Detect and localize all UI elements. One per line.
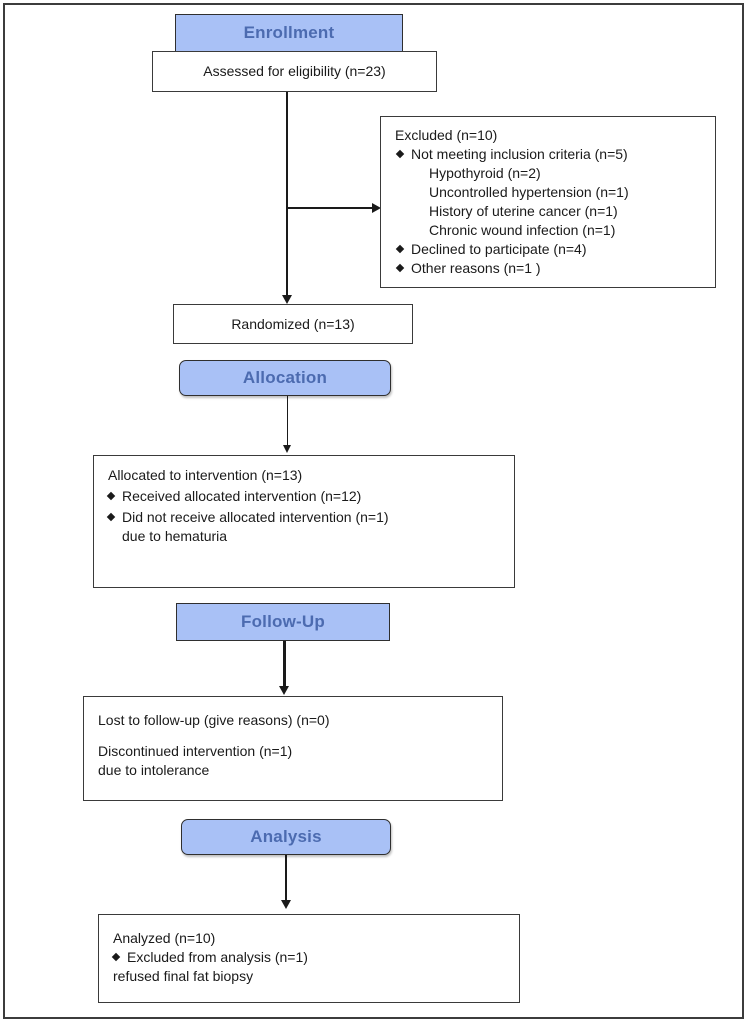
allocated-received-item: Received allocated intervention (n=12) <box>106 487 514 506</box>
excluded-declined-text: Declined to participate (n=4) <box>411 241 587 257</box>
analysis-excluded-reason: refused final fat biopsy <box>113 968 254 984</box>
excluded-sub-item: Chronic wound infection (n=1) <box>429 222 616 238</box>
excluded-declined-item: Declined to participate (n=4) <box>395 240 715 259</box>
analysis-box: Analyzed (n=10) Excluded from analysis (… <box>98 914 520 1003</box>
bullet-icon <box>395 264 405 273</box>
connector-followup-box <box>283 641 286 687</box>
stage-allocation: Allocation <box>179 360 391 396</box>
excluded-not-meeting-text: Not meeting inclusion criteria (n=5) <box>411 146 628 162</box>
stage-analysis-label: Analysis <box>250 827 322 846</box>
analysis-excluded-text: Excluded from analysis (n=1) <box>127 949 308 965</box>
followup-discontinued-reason: due to intolerance <box>98 762 210 778</box>
connector-allocation-allocated <box>287 396 289 446</box>
stage-followup: Follow-Up <box>176 603 390 641</box>
arrowhead-analysis-box <box>281 900 291 909</box>
allocated-title: Allocated to intervention (n=13) <box>108 467 303 483</box>
assessed-text: Assessed for eligibility (n=23) <box>203 63 386 79</box>
allocated-not-received-text: Did not receive allocated intervention (… <box>122 509 389 525</box>
stage-allocation-label: Allocation <box>242 368 328 387</box>
bullet-icon <box>111 953 121 962</box>
allocated-box: Allocated to intervention (n=13) Receive… <box>93 455 515 588</box>
excluded-box: Excluded (n=10) Not meeting inclusion cr… <box>380 116 716 288</box>
connector-analysis-box <box>285 855 287 901</box>
allocated-not-received-item: Did not receive allocated intervention (… <box>106 508 514 527</box>
excluded-not-meeting-item: Not meeting inclusion criteria (n=5) <box>395 145 715 164</box>
randomized-box: Randomized (n=13) <box>173 304 413 344</box>
stage-enrollment: Enrollment <box>175 14 403 52</box>
arrowhead-excluded <box>372 203 381 213</box>
analysis-excluded-item: Excluded from analysis (n=1) <box>111 948 519 967</box>
connector-assessed-randomized <box>286 92 288 296</box>
arrowhead-followup-box <box>279 686 289 695</box>
stage-followup-label: Follow-Up <box>241 612 325 631</box>
arrowhead-allocated <box>283 445 291 453</box>
excluded-sub-item: Hypothyroid (n=2) <box>429 165 541 181</box>
bullet-icon <box>106 492 116 501</box>
connector-to-excluded <box>287 207 373 209</box>
followup-box: Lost to follow-up (give reasons) (n=0) D… <box>83 696 503 801</box>
stage-analysis: Analysis <box>181 819 391 855</box>
excluded-title: Excluded (n=10) <box>395 127 498 143</box>
analysis-analyzed-text: Analyzed (n=10) <box>113 930 216 946</box>
followup-lost-text: Lost to follow-up (give reasons) (n=0) <box>98 712 330 728</box>
arrowhead-randomized <box>282 295 292 304</box>
allocated-received-text: Received allocated intervention (n=12) <box>122 488 362 504</box>
excluded-other-item: Other reasons (n=1 ) <box>395 259 715 278</box>
randomized-text: Randomized (n=13) <box>231 315 355 332</box>
excluded-other-text: Other reasons (n=1 ) <box>411 260 541 276</box>
bullet-icon <box>395 245 405 254</box>
bullet-icon <box>395 150 405 159</box>
allocated-not-received-reason: due to hematuria <box>122 528 228 544</box>
excluded-sub-item: Uncontrolled hypertension (n=1) <box>429 184 629 200</box>
excluded-sub-item: History of uterine cancer (n=1) <box>429 203 618 219</box>
stage-enrollment-label: Enrollment <box>243 23 335 42</box>
bullet-icon <box>106 513 116 522</box>
diagram-frame <box>3 3 744 1019</box>
followup-discontinued-text: Discontinued intervention (n=1) <box>98 743 293 759</box>
assessed-box: Assessed for eligibility (n=23) <box>152 51 437 92</box>
